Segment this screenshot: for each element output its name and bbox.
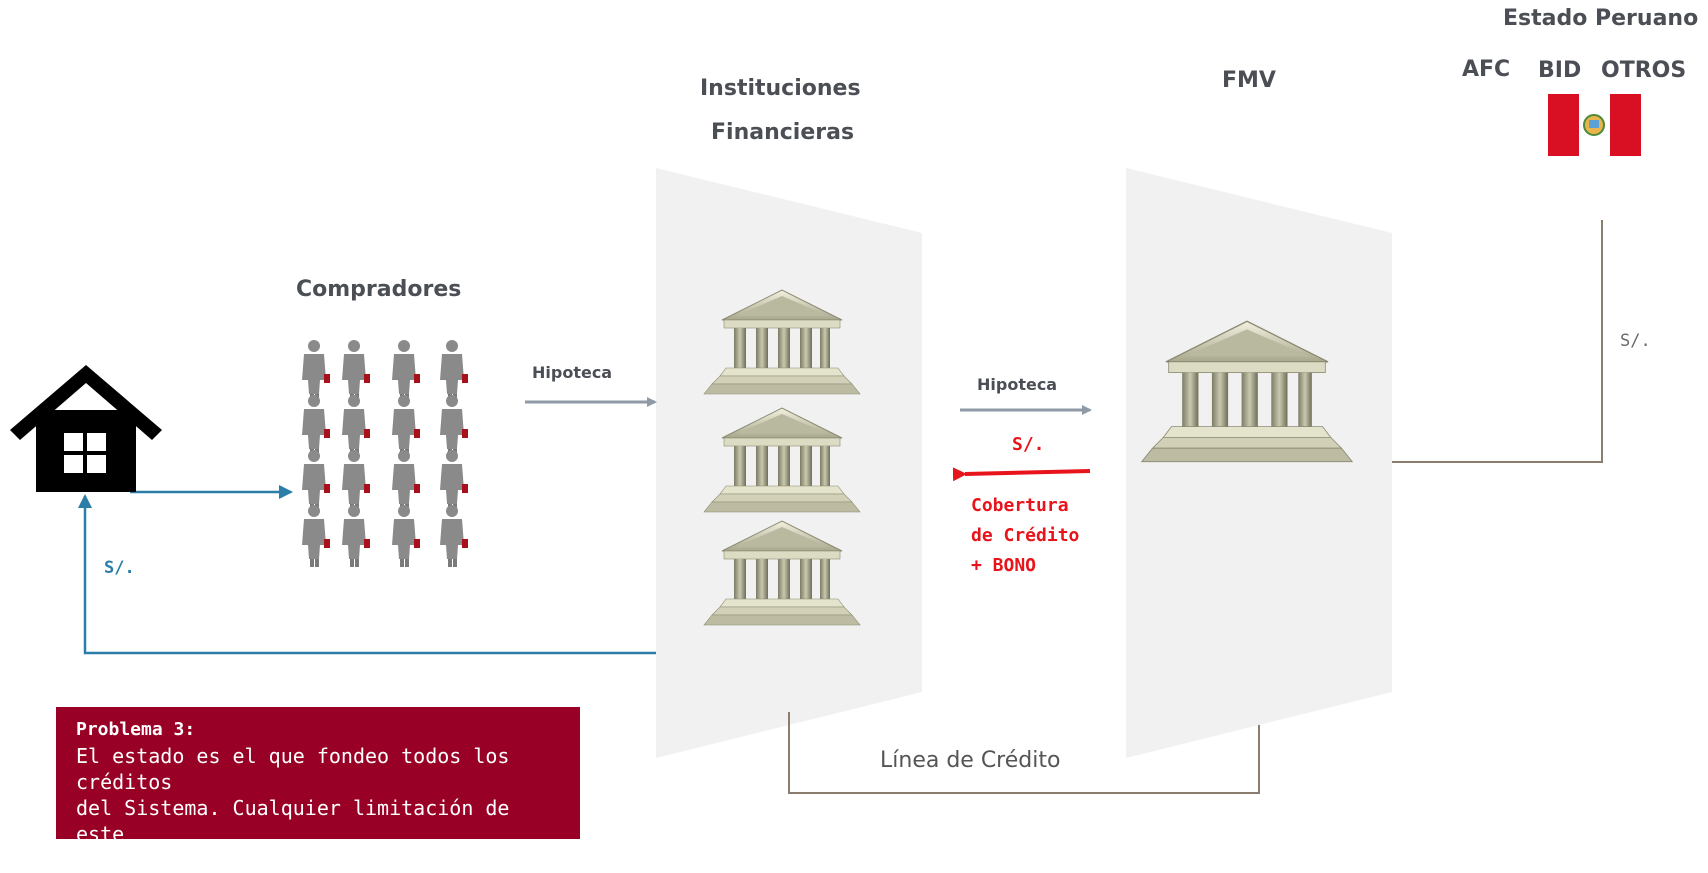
person-icon (440, 340, 468, 402)
problem-body-line2: del Sistema. Cualquier limitación de est… (76, 796, 510, 846)
cobertura-line2: de Crédito (971, 525, 1080, 546)
soles-blue-label: S/. (104, 558, 135, 578)
person-icon (440, 450, 468, 512)
fmv-panel (1126, 168, 1392, 758)
person-icon (392, 450, 420, 512)
problem-title: Problema 3: (76, 719, 196, 740)
cobertura-line1: Cobertura (971, 495, 1069, 516)
compradores-title: Compradores (296, 277, 462, 302)
problem-body-line3: detiene el flujo. (76, 848, 281, 872)
person-icon (440, 505, 468, 567)
hipoteca-label-1: Hipoteca (532, 363, 613, 382)
soles-return-arrow (78, 494, 656, 655)
cobertura-line3: + BONO (971, 555, 1037, 576)
person-icon (342, 505, 370, 567)
peru-flag-icon (1548, 94, 1641, 156)
estado-peruano-title: Estado Peruano (1503, 6, 1699, 31)
estado-to-fmv-connector (1392, 220, 1603, 463)
instituciones-title-line2: Financieras (711, 120, 855, 145)
bid-label: BID (1538, 58, 1582, 83)
person-icon (302, 505, 330, 567)
soles-grey-label: S/. (1620, 331, 1651, 351)
instituciones-title-line1: Instituciones (700, 76, 861, 101)
person-icon (302, 340, 330, 402)
person-icon (342, 395, 370, 457)
problem-box: Problema 3: El estado es el que fondeo t… (56, 707, 580, 872)
linea-credito-connector (788, 712, 1260, 794)
person-icon (392, 505, 420, 567)
person-icon (342, 450, 370, 512)
person-icon (440, 395, 468, 457)
fmv-title: FMV (1222, 68, 1276, 93)
linea-credito-label: Línea de Crédito (880, 748, 1061, 773)
person-icon (302, 450, 330, 512)
compradores-group (302, 340, 468, 567)
soles-red-label: S/. (1012, 434, 1045, 455)
person-icon (392, 395, 420, 457)
person-icon (342, 340, 370, 402)
hipoteca-label-2: Hipoteca (977, 375, 1058, 394)
house-icon (10, 365, 162, 492)
flow-diagram (10, 94, 1641, 794)
person-icon (392, 340, 420, 402)
otros-label: OTROS (1601, 58, 1687, 83)
soles-red-arrow (952, 467, 1091, 482)
person-icon (302, 395, 330, 457)
problem-body-line1: El estado es el que fondeo todos los cré… (76, 744, 510, 794)
afc-label: AFC (1462, 57, 1511, 82)
